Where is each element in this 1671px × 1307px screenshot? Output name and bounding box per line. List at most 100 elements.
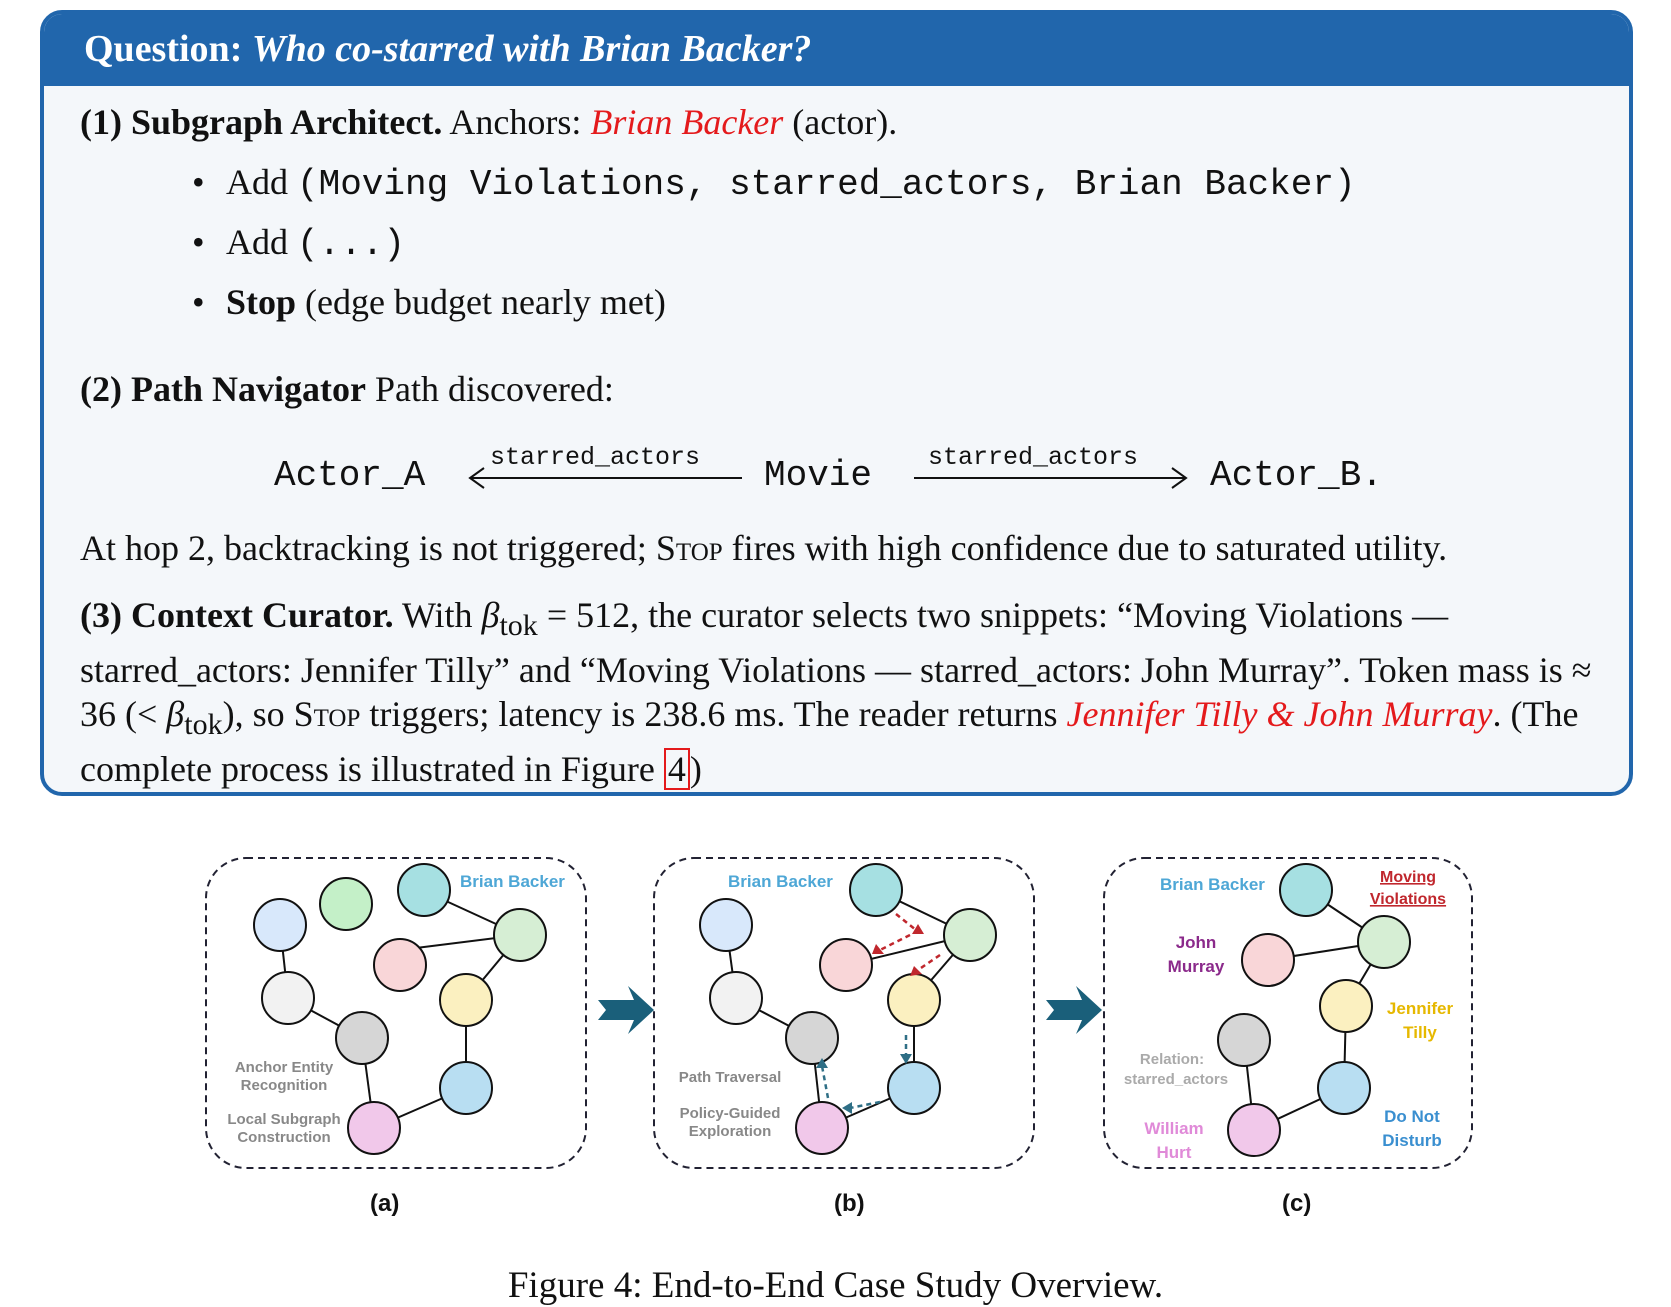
bullet-arg: (...): [297, 224, 406, 265]
panel-c-actor-1a: John: [1176, 933, 1217, 952]
panel-c-relation-a: Relation:: [1140, 1051, 1204, 1068]
red-arrowhead-icon: [872, 944, 884, 954]
question-text: Who co-starred with Brian Backer?: [251, 28, 812, 70]
step1-line: (1) Subgraph Architect. Anchors: Brian B…: [80, 100, 897, 144]
beta-subscript: tok: [499, 609, 538, 643]
path-movie: Movie: [764, 455, 873, 496]
beta-symbol: β: [166, 694, 185, 735]
panel-c-actor-3a: William: [1144, 1119, 1203, 1138]
hop-text-2: fires with high confidence due to satura…: [731, 528, 1448, 568]
panel-a: [205, 857, 587, 1169]
bullet-dot-icon: •: [192, 162, 205, 202]
panel-c-actor-1b: Murray: [1168, 957, 1225, 976]
panel-a-note-2b: Construction: [237, 1129, 330, 1146]
case-study-box: Question: Who co-starred with Brian Back…: [40, 10, 1633, 796]
panel-a-note-1b: Recognition: [241, 1077, 328, 1094]
panel-c-movie-label-b: Violations: [1370, 891, 1446, 908]
answer-text: Jennifer Tilly & John Murray: [1066, 694, 1493, 735]
node-sage: [493, 908, 547, 962]
step2-title: (2) Path Navigator: [80, 369, 366, 409]
bullet-item: • Add (Moving Violations, starred_actors,…: [192, 160, 1356, 207]
panel-a-anchor-label: Brian Backer: [460, 872, 565, 891]
panel-a-label: (a): [370, 1190, 400, 1217]
stop-word: Stop: [655, 528, 723, 568]
traversal-red-arrows: [879, 913, 941, 972]
node-green: [319, 877, 373, 931]
step3-title: (3) Context Curator.: [80, 595, 394, 635]
node-yellow: [439, 973, 493, 1027]
hop-text-1: At hop 2, backtracking is not triggered;: [80, 528, 647, 568]
teal-arrowhead-icon: [842, 1102, 852, 1114]
step2-text: Path discovered:: [374, 369, 614, 409]
node-sky: [439, 1061, 493, 1115]
panel-b-anchor-label: Brian Backer: [728, 872, 833, 891]
node-pink: [373, 938, 427, 992]
step2-line: (2) Path Navigator Path discovered:: [80, 367, 614, 411]
node-white: [261, 971, 315, 1025]
bullet-arg: (Moving Violations, starred_actors, Bria…: [297, 164, 1356, 205]
bullet-arg: (edge budget nearly met): [305, 282, 666, 322]
traversal-teal-arrows: [820, 1035, 908, 1110]
question-label: Question:: [84, 28, 243, 70]
node-magenta: [347, 1101, 401, 1155]
figure-reference-link[interactable]: 4: [663, 748, 690, 791]
panel-arrow-icon: [1046, 986, 1102, 1034]
bullet-verb: Add: [226, 162, 288, 202]
panel-b-note-2a: Policy-Guided: [680, 1105, 781, 1122]
teal-arrowhead-icon: [900, 1054, 912, 1064]
step3-text-1: With: [401, 595, 473, 635]
bullet-dot-icon: •: [192, 282, 205, 322]
node-anchor: [397, 863, 451, 917]
panel-arrow-icon: [598, 986, 654, 1034]
panel-c-actor-4a: Do Not: [1384, 1107, 1440, 1126]
panel-c-anchor-label: Brian Backer: [1160, 875, 1265, 894]
panel-c: [1103, 857, 1473, 1169]
figure-caption: Figure 4: End-to-End Case Study Overview…: [507, 1265, 1164, 1306]
panel-a-note-2a: Local Subgraph: [227, 1111, 340, 1128]
node-gray: [335, 1011, 389, 1065]
step3-text-3: ), so: [222, 694, 285, 735]
panel-b-note-1: Path Traversal: [679, 1069, 782, 1086]
step3-text-2: = 512, the curator selects two snippets:…: [80, 595, 1592, 735]
bullet-verb: Stop: [226, 282, 297, 322]
panel-c-label: (c): [1282, 1190, 1312, 1217]
panel-c-relation-b: starred_actors: [1124, 1071, 1228, 1088]
step3-text-4: triggers; latency is 238.6 ms. The reade…: [369, 694, 1058, 735]
anchor-type: (actor).: [792, 102, 898, 142]
panel-a-frame: [205, 857, 587, 1169]
panel-b-note-2b: Exploration: [689, 1123, 772, 1140]
step1-title: (1) Subgraph Architect.: [80, 102, 443, 142]
step3-text-6: ): [689, 749, 702, 790]
panel-c-actor-2a: Jennifer: [1387, 999, 1454, 1018]
teal-arrowhead-icon: [816, 1058, 828, 1068]
panel-b: [653, 857, 1035, 1169]
bullet-item: • Stop (edge budget nearly met): [192, 280, 666, 324]
path-right-relation: starred_actors: [928, 443, 1139, 472]
panel-c-actor-2b: Tilly: [1403, 1023, 1437, 1042]
red-arrowhead-icon: [910, 966, 922, 976]
beta-subscript: tok: [184, 708, 223, 742]
panel-b-label: (b): [834, 1190, 865, 1217]
step3-text-5: . (The complete process is illustrated i…: [80, 694, 1579, 790]
red-arrowhead-icon: [912, 924, 924, 934]
path-left-relation: starred_actors: [490, 443, 701, 472]
node-blue-light: [253, 898, 307, 952]
question-header: Question: Who co-starred with Brian Back…: [44, 14, 1629, 86]
beta-symbol: β: [481, 595, 500, 635]
panel-c-actor-3b: Hurt: [1157, 1143, 1192, 1162]
panel-b-frame: [653, 857, 1035, 1169]
path-actor-b: Actor_B.: [1210, 455, 1383, 496]
bullet-item: • Add (...): [192, 220, 405, 267]
anchor-name: Brian Backer: [590, 102, 784, 142]
panel-c-movie-label-a: Moving: [1380, 869, 1436, 886]
panel-c-actor-4b: Disturb: [1382, 1131, 1442, 1150]
hop-line: At hop 2, backtracking is not triggered;…: [80, 526, 1447, 570]
panel-a-note-1a: Anchor Entity: [235, 1059, 334, 1076]
bullet-dot-icon: •: [192, 222, 205, 262]
bullet-verb: Add: [226, 222, 288, 262]
step3-paragraph: (3) Context Curator. With βtok = 512, th…: [80, 593, 1600, 791]
panel-c-frame: [1103, 857, 1473, 1169]
path-actor-a: Actor_A: [274, 455, 426, 496]
anchors-prefix: Anchors:: [449, 102, 582, 142]
